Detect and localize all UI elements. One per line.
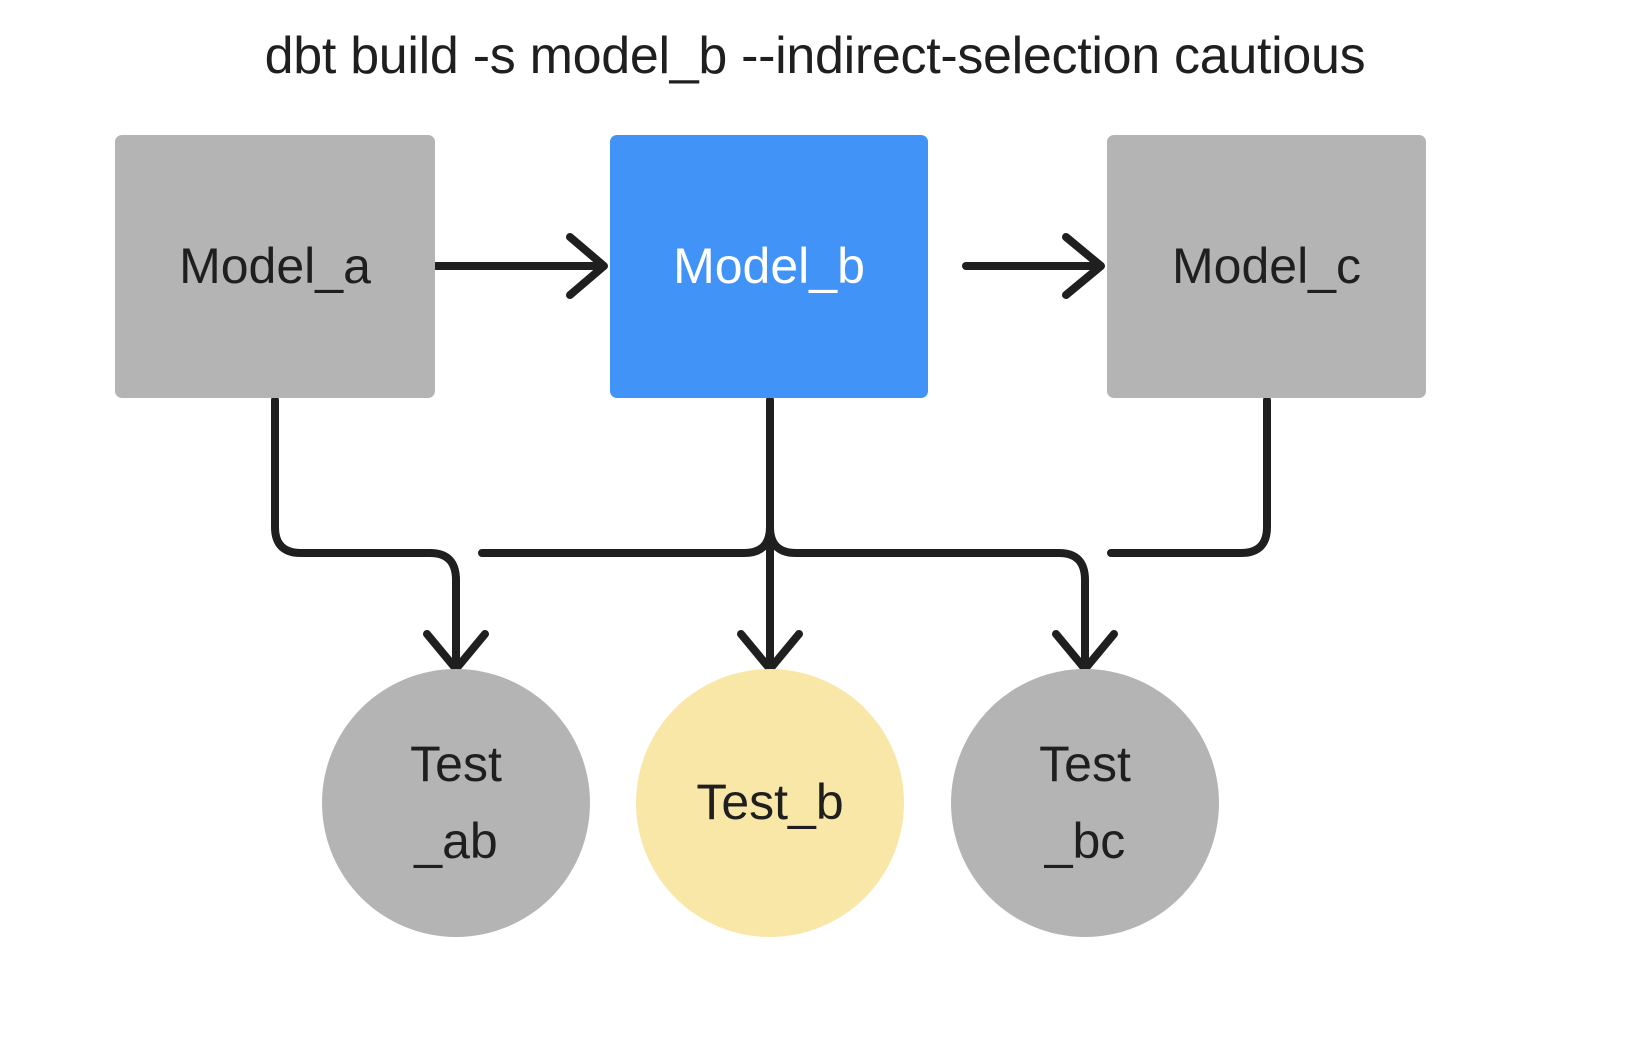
diagram-title: dbt build -s model_b --indirect-selectio… — [264, 27, 1366, 85]
edge-model-c-to-test-bc — [1107, 396, 1271, 557]
node-model-c[interactable]: Model_c — [1107, 135, 1426, 398]
node-test-b-label-line1: Test_b — [696, 774, 844, 831]
node-model-b-label: Model_b — [673, 238, 865, 294]
node-test-ab-label-line2: _ab — [414, 813, 498, 869]
edge-bus-mid-left — [478, 523, 774, 557]
edge-model-a-to-test-ab — [271, 396, 434, 557]
edge-bus-left-to-test-ab — [423, 549, 489, 673]
node-model-a[interactable]: Model_a — [115, 135, 435, 398]
node-model-b[interactable]: Model_b — [610, 135, 928, 398]
edge-bus-mid-right — [766, 523, 1063, 557]
node-model-c-label: Model_c — [1172, 238, 1361, 294]
edge-model-b-to-test-b — [737, 396, 803, 673]
node-test-ab-label-line1: Test — [410, 735, 502, 792]
node-test-bc-label-line2: _bc — [1044, 813, 1126, 869]
node-test-bc[interactable]: Test _bc — [951, 669, 1219, 937]
node-model-a-label: Model_a — [179, 238, 371, 294]
edge-bus-right-to-test-bc — [1052, 549, 1118, 673]
edge-model-b-to-model-c — [962, 233, 1105, 299]
node-test-ab[interactable]: Test _ab — [322, 669, 590, 937]
node-test-b[interactable]: Test_b — [636, 669, 904, 937]
node-test-bc-label-line1: Test — [1039, 735, 1131, 792]
